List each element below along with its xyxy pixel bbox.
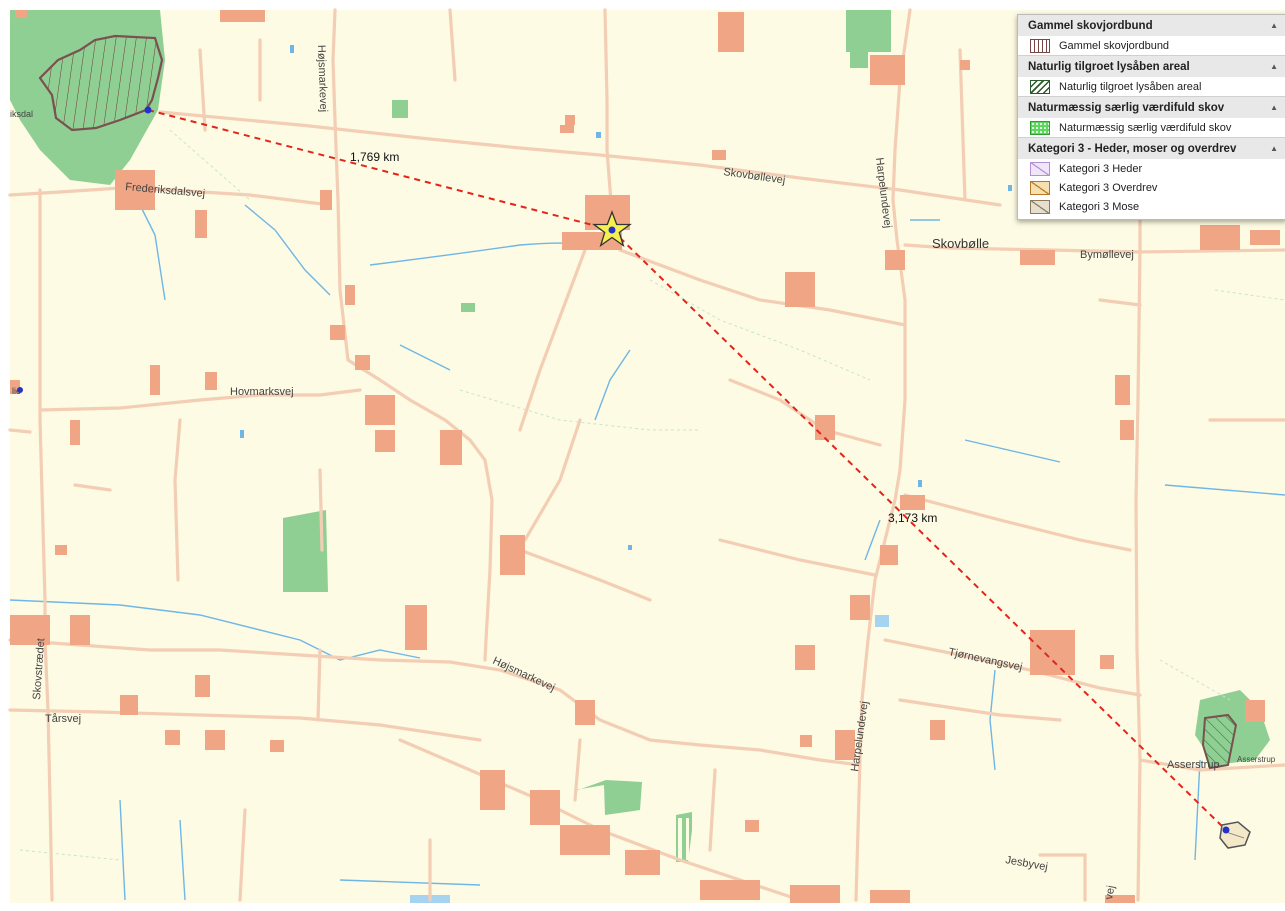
- place-label-skovbolle: Skovbølle: [932, 236, 989, 251]
- naturally-overgrown-area[interactable]: [1201, 713, 1238, 770]
- legend-item-category3-bog: Kategori 3 Mose: [1018, 197, 1285, 219]
- road-label-skovstraedet: Skovstrædet: [31, 638, 47, 700]
- distance-measure-line: [147, 109, 1227, 831]
- legend-item-category3-heath: Kategori 3 Heder: [1018, 159, 1285, 178]
- legend-item-label: Kategori 3 Heder: [1059, 162, 1143, 175]
- road-network: [8, 8, 1285, 902]
- legend-header-label: Kategori 3 - Heder, moser og overdrev: [1028, 142, 1237, 155]
- collapse-arrow-icon[interactable]: ▲: [1270, 144, 1278, 153]
- place-labels: Skovbølle Asserstrup Asserstrup iksdal l…: [10, 109, 1276, 771]
- legend-header-category3[interactable]: Kategori 3 - Heder, moser og overdrev ▲: [1018, 137, 1285, 159]
- road-label-bymollevej: Bymøllevej: [1080, 249, 1134, 261]
- legend-item-label: Naturmæssig særlig værdifuld skov: [1059, 121, 1232, 134]
- road-label-tarsvej: Tårsvej: [45, 713, 81, 725]
- legend-header-label: Gammel skovjordbund: [1028, 19, 1153, 32]
- legend-item-naturally-overgrown: Naturlig tilgroet lysåben areal: [1018, 77, 1285, 96]
- legend-item-label: Naturlig tilgroet lysåben areal: [1059, 80, 1202, 93]
- legend-header-label: Naturlig tilgroet lysåben areal: [1028, 60, 1190, 73]
- collapse-arrow-icon[interactable]: ▲: [1270, 21, 1278, 30]
- map-marker-west[interactable]: [17, 387, 23, 393]
- heath-swatch-icon: [1030, 161, 1050, 176]
- legend-panel: Gammel skovjordbund ▲ Gammel skovjordbun…: [1017, 14, 1285, 220]
- legend-header-naturally-overgrown[interactable]: Naturlig tilgroet lysåben areal ▲: [1018, 55, 1285, 77]
- place-label-frederiksdal-partial: iksdal: [10, 109, 33, 119]
- legend-item-label: Kategori 3 Mose: [1059, 200, 1140, 213]
- naturally-overgrown-swatch-icon: [1030, 79, 1050, 94]
- old-forest-soil-swatch-icon: [1030, 38, 1050, 53]
- place-label-partial-west: lie: [12, 386, 21, 396]
- measure-start-point[interactable]: [144, 106, 152, 114]
- place-label-asserstrup-small: Asserstrup: [1237, 755, 1276, 764]
- legend-header-valuable-forest[interactable]: Naturmæssig særlig værdifuld skov ▲: [1018, 96, 1285, 118]
- collapse-arrow-icon[interactable]: ▲: [1270, 62, 1278, 71]
- legend-item-label: Kategori 3 Overdrev: [1059, 181, 1158, 194]
- meadow-swatch-icon: [1030, 180, 1050, 195]
- road-label-hojsmarkevej-north: Højsmarkevej: [315, 45, 329, 113]
- distance-label-segment1: 1,769 km: [350, 150, 399, 164]
- legend-header-old-forest-soil[interactable]: Gammel skovjordbund ▲: [1018, 15, 1285, 36]
- measure-end-point[interactable]: [1222, 826, 1230, 834]
- measure-mid-point[interactable]: [608, 226, 616, 234]
- road-label-partial-south: vej: [1103, 885, 1117, 901]
- legend-item-category3-meadow: Kategori 3 Overdrev: [1018, 178, 1285, 197]
- legend-header-label: Naturmæssig særlig værdifuld skov: [1028, 101, 1225, 114]
- collapse-arrow-icon[interactable]: ▲: [1270, 103, 1278, 112]
- road-label-hovmarksvej: Hovmarksvej: [230, 386, 294, 398]
- place-label-asserstrup: Asserstrup: [1167, 759, 1220, 771]
- valuable-forest-swatch-icon: [1030, 120, 1050, 135]
- distance-labels: 1,769 km 3,173 km: [350, 150, 937, 525]
- legend-item-valuable-forest: Naturmæssig særlig værdifuld skov: [1018, 118, 1285, 137]
- bog-swatch-icon: [1030, 199, 1050, 214]
- legend-item-label: Gammel skovjordbund: [1059, 39, 1170, 52]
- old-forest-soil-area[interactable]: [38, 34, 164, 132]
- distance-label-segment2: 3,173 km: [888, 511, 937, 525]
- legend-item-old-forest-soil: Gammel skovjordbund: [1018, 36, 1285, 55]
- buildings: [10, 10, 1280, 903]
